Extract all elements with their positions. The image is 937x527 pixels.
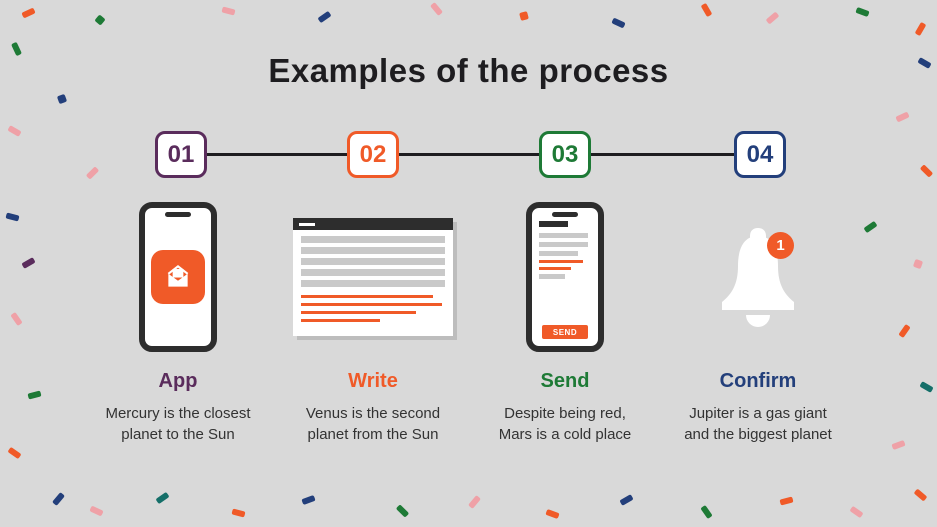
smartphone-frame: SEND — [526, 202, 604, 352]
phone-notch — [165, 212, 191, 217]
confetti-piece — [700, 504, 713, 520]
placeholder-text-line — [301, 303, 443, 306]
step-number-box-02: 02 — [347, 131, 399, 178]
slide-title: Examples of the process — [268, 52, 669, 89]
confetti-piece — [913, 488, 928, 502]
confetti-piece — [519, 11, 529, 21]
confetti-piece — [895, 111, 910, 123]
confetti-piece — [855, 6, 870, 18]
notification-badge: 1 — [767, 232, 794, 259]
browser-titlebar-dash — [299, 222, 315, 226]
confetti-piece — [468, 495, 481, 509]
placeholder-row — [539, 251, 578, 256]
placeholder-text-line — [539, 260, 584, 263]
placeholder-row — [301, 269, 445, 276]
phone-app-illustration — [93, 198, 263, 356]
phone-send-illustration: SEND — [480, 198, 650, 356]
confetti-piece — [231, 508, 246, 518]
mail-app-icon — [151, 250, 205, 304]
confetti-piece — [317, 10, 332, 24]
browser-titlebar — [293, 218, 453, 230]
placeholder-text-line — [301, 319, 381, 322]
step-column-confirm: 1 Confirm Jupiter is a gas giant and the… — [673, 198, 843, 445]
confetti-piece — [914, 21, 927, 37]
step-description: Jupiter is a gas giant and the biggest p… — [684, 405, 832, 443]
confetti-piece — [849, 505, 864, 519]
bell-illustration: 1 — [673, 198, 843, 356]
step-label-app: App — [158, 370, 198, 392]
step-number: 04 — [746, 140, 774, 168]
step-number-box-01: 01 — [155, 131, 207, 178]
confetti-piece — [21, 257, 36, 269]
step-number-box-04: 04 — [734, 131, 786, 178]
confetti-piece — [7, 125, 22, 137]
placeholder-text-block — [301, 295, 445, 322]
browser-illustration — [288, 198, 458, 356]
timeline-connector — [181, 153, 760, 156]
step-column-app: App Mercury is the closest planet to the… — [93, 198, 263, 445]
step-number: 02 — [359, 140, 387, 168]
placeholder-header-bar — [539, 221, 568, 227]
placeholder-text-line — [301, 295, 434, 298]
step-label-write: Write — [348, 370, 398, 392]
confetti-piece — [27, 390, 42, 400]
confetti-piece — [7, 446, 22, 460]
step-number: 03 — [551, 140, 579, 168]
placeholder-row — [301, 258, 445, 265]
confetti-piece — [611, 17, 626, 29]
step-label-confirm: Confirm — [719, 370, 797, 392]
confetti-piece — [619, 494, 634, 506]
step-column-write: Write Venus is the second planet from th… — [288, 198, 458, 445]
placeholder-row — [539, 233, 589, 238]
step-label-send: Send — [540, 370, 590, 392]
step-description: Venus is the second planet from the Sun — [305, 405, 441, 443]
confetti-piece — [10, 311, 23, 327]
step-description: Mercury is the closest planet to the Sun — [105, 405, 251, 443]
confetti-piece — [700, 2, 713, 18]
confetti-piece — [430, 2, 443, 16]
placeholder-text-line — [539, 267, 572, 270]
bell-icon — [722, 228, 794, 327]
placeholder-row — [539, 274, 565, 279]
placeholder-row — [539, 242, 589, 247]
confetti-piece — [5, 212, 20, 222]
browser-content — [293, 230, 453, 322]
confetti-piece — [94, 14, 106, 26]
confetti-piece — [155, 491, 170, 505]
confetti-piece — [898, 323, 911, 339]
confetti-piece — [912, 258, 924, 270]
confetti-piece — [545, 508, 560, 520]
step-column-send: SEND Send Despite being red, Mars is a c… — [480, 198, 650, 445]
send-button: SEND — [542, 325, 588, 339]
confetti-piece — [89, 505, 104, 517]
confetti-piece — [395, 504, 410, 518]
confetti-piece — [221, 6, 236, 16]
confetti-piece — [891, 439, 906, 451]
step-number: 01 — [167, 140, 195, 168]
confetti-piece — [779, 496, 794, 506]
step-description: Despite being red, Mars is a cold place — [498, 405, 632, 443]
phone-notch — [552, 212, 578, 217]
confetti-piece — [919, 164, 934, 178]
step-number-box-03: 03 — [539, 131, 591, 178]
confetti-piece — [765, 11, 780, 25]
confetti-piece — [919, 381, 934, 393]
placeholder-row — [301, 280, 445, 287]
confetti-piece — [301, 494, 316, 506]
smartphone-frame — [139, 202, 217, 352]
compose-screen: SEND — [532, 208, 598, 346]
placeholder-row — [301, 236, 445, 243]
confetti-piece — [52, 492, 65, 506]
confetti-piece — [56, 93, 68, 105]
placeholder-row — [301, 247, 445, 254]
confetti-piece — [21, 7, 36, 19]
notification-bell: 1 — [706, 218, 810, 336]
confetti-piece — [863, 220, 878, 234]
browser-window — [293, 218, 453, 336]
confetti-piece — [85, 166, 100, 180]
placeholder-text-line — [301, 311, 417, 314]
envelope-icon — [167, 265, 189, 287]
